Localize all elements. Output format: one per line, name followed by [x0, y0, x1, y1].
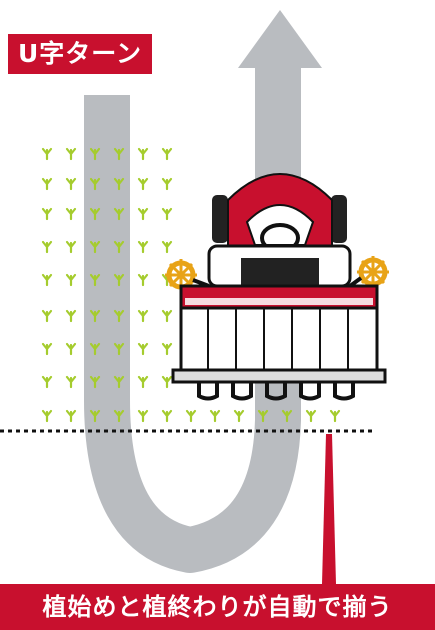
seedling-icon — [329, 409, 341, 423]
marker-wheel-right-icon — [357, 256, 389, 288]
seedling-icon — [89, 240, 101, 254]
seedling-icon — [41, 207, 53, 221]
seedling-icon — [65, 177, 77, 191]
seedling-icon — [89, 309, 101, 323]
u-turn-arrow-icon — [84, 10, 322, 573]
seedling-icon — [113, 409, 125, 423]
seedling-icon — [137, 409, 149, 423]
seedling-icon — [161, 375, 173, 389]
seedling-icon — [41, 409, 53, 423]
seedling-icon — [41, 240, 53, 254]
seedling-icon — [89, 409, 101, 423]
seedling-icon — [89, 342, 101, 356]
seedling-icon — [65, 273, 77, 287]
seedling-icon — [161, 147, 173, 161]
seedling-icon — [89, 273, 101, 287]
seedling-icon — [161, 342, 173, 356]
seedling-icon — [281, 409, 293, 423]
seedling-icon — [137, 273, 149, 287]
seedling-icon — [89, 207, 101, 221]
seedling-icon — [41, 375, 53, 389]
seedling-icon — [113, 375, 125, 389]
seedling-icon — [137, 147, 149, 161]
seedling-icon — [161, 240, 173, 254]
seedling-icon — [113, 342, 125, 356]
seedling-icon — [65, 375, 77, 389]
seedling-icon — [41, 342, 53, 356]
seedling-icon — [113, 177, 125, 191]
seedling-icon — [89, 375, 101, 389]
seedling-icon — [113, 147, 125, 161]
seedling-icon — [137, 177, 149, 191]
seedling-icon — [65, 409, 77, 423]
seedling-icon — [113, 240, 125, 254]
seedling-icon — [161, 207, 173, 221]
seedling-icon — [65, 207, 77, 221]
seedling-icon — [161, 309, 173, 323]
seedling-icon — [161, 177, 173, 191]
pointer-marker — [322, 434, 336, 584]
seedling-icon — [113, 207, 125, 221]
seedling-icon — [257, 409, 269, 423]
seedling-icon — [305, 409, 317, 423]
title-badge: U字ターン — [8, 34, 153, 74]
seedling-icon — [41, 147, 53, 161]
seedling-icon — [65, 342, 77, 356]
seedling-icon — [41, 273, 53, 287]
seedling-icon — [113, 309, 125, 323]
caption-bar: 植始めと植終わりが自動で揃う — [0, 584, 435, 630]
seedling-icon — [41, 309, 53, 323]
seedling-icon — [65, 309, 77, 323]
seedling-field — [41, 147, 341, 423]
seedling-icon — [209, 409, 221, 423]
seedling-icon — [185, 409, 197, 423]
seedling-icon — [89, 177, 101, 191]
rice-transplanter-icon — [165, 173, 389, 401]
seedling-icon — [137, 375, 149, 389]
seedling-icon — [137, 309, 149, 323]
seedling-icon — [233, 409, 245, 423]
seedling-icon — [41, 177, 53, 191]
seedling-icon — [137, 342, 149, 356]
seedling-icon — [161, 409, 173, 423]
seedling-icon — [65, 147, 77, 161]
seedling-icon — [89, 147, 101, 161]
seedling-icon — [137, 240, 149, 254]
seedling-icon — [137, 207, 149, 221]
seedling-icon — [113, 273, 125, 287]
seedling-icon — [65, 240, 77, 254]
